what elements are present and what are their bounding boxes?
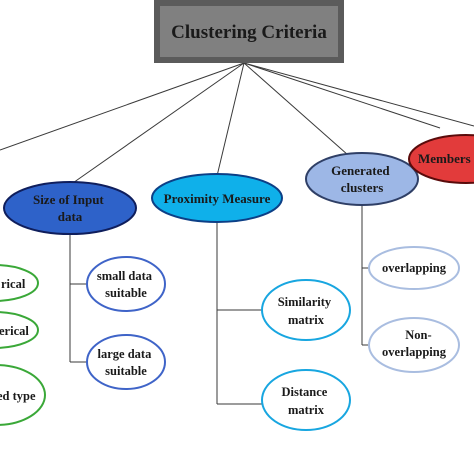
branch-size-ellipse — [3, 181, 137, 235]
leaf-non-overlapping-line1: Non- — [405, 328, 431, 342]
branch-membership-label: Members — [418, 151, 471, 166]
leaf-distance-matrix-line2: matrix — [288, 403, 325, 417]
svg-text:Generated clusters: Generated clusters — [331, 163, 393, 195]
leaf-mixed-type-label: ed type — [0, 389, 36, 403]
leaf-large-data: large data suitable — [86, 334, 166, 390]
leaf-categorical-partial: rical — [0, 264, 39, 302]
branch-size-label-line1: Size of Input — [33, 192, 104, 207]
leaf-similarity-matrix: Similarity matrix — [261, 279, 351, 341]
root-label: Clustering Criteria — [171, 22, 327, 43]
svg-text:small data suitable: small data suitable — [97, 269, 155, 300]
svg-text:Non- overlapping: Non- overlapping — [382, 328, 447, 359]
branch-size: Size of Input data — [3, 181, 137, 235]
branch-proximity-label: Proximity Measure — [164, 191, 271, 206]
connector-root-to-generated — [243, 62, 349, 156]
leaf-small-data-line1: small data — [97, 269, 153, 283]
leaf-numerical-partial: erical — [0, 311, 39, 349]
branch-size-label-line2: data — [58, 209, 83, 224]
branch-generated-label-line2: clusters — [341, 180, 384, 195]
branch-membership-ellipse — [408, 134, 474, 184]
leaf-non-overlapping-ellipse — [368, 317, 460, 373]
leaf-distance-matrix-ellipse — [261, 369, 351, 431]
connector-root-to-membership — [243, 62, 441, 129]
leaf-similarity-matrix-ellipse — [261, 279, 351, 341]
leaf-distance-matrix-line1: Distance — [282, 385, 328, 399]
svg-text:Distance matrix: Distance matrix — [282, 385, 331, 417]
branch-proximity: Proximity Measure — [151, 173, 283, 223]
leaf-small-data-line2: suitable — [105, 286, 147, 300]
leaf-numerical-ellipse — [0, 311, 39, 349]
leaf-mixed-type-partial: ed type — [0, 364, 46, 426]
connector-root-to-offscreen-right — [243, 62, 474, 127]
root-node: Clustering Criteria — [154, 0, 344, 63]
svg-text:Size of Input data: Size of Input data — [33, 192, 107, 224]
leaf-large-data-line2: suitable — [105, 364, 147, 378]
leaf-similarity-matrix-line1: Similarity — [278, 295, 332, 309]
root-box-inner — [160, 6, 338, 57]
leaf-large-data-line1: large data — [98, 347, 153, 361]
leaf-distance-matrix: Distance matrix — [261, 369, 351, 431]
branch-proximity-ellipse — [151, 173, 283, 223]
leaf-small-data-ellipse — [86, 256, 166, 312]
connector-root-to-proximity — [216, 62, 245, 177]
svg-text:Similarity matrix: Similarity matrix — [278, 295, 335, 327]
leaf-non-overlapping-line2: overlapping — [382, 345, 447, 359]
leaf-overlapping: overlapping — [368, 246, 460, 290]
leaf-overlapping-ellipse — [368, 246, 460, 290]
leaf-mixed-type-ellipse — [0, 364, 46, 426]
connectors — [0, 62, 474, 405]
leaf-numerical-label: erical — [0, 324, 29, 338]
leaf-non-overlapping: Non- overlapping — [368, 317, 460, 373]
leaf-similarity-matrix-line2: matrix — [288, 313, 325, 327]
connector-root-to-size — [69, 62, 245, 186]
leaf-categorical-ellipse — [0, 264, 39, 302]
connector-root-to-offscreen — [0, 62, 245, 151]
branch-generated-ellipse — [305, 152, 419, 206]
leaf-large-data-ellipse — [86, 334, 166, 390]
leaf-small-data: small data suitable — [86, 256, 166, 312]
svg-text:large data suitable: large data suitable — [98, 347, 155, 378]
branch-generated: Generated clusters — [305, 152, 419, 206]
branch-membership: Members — [408, 134, 474, 184]
leaf-overlapping-label: overlapping — [382, 261, 447, 275]
leaf-categorical-label: rical — [1, 277, 26, 291]
branch-generated-label-line1: Generated — [331, 163, 390, 178]
